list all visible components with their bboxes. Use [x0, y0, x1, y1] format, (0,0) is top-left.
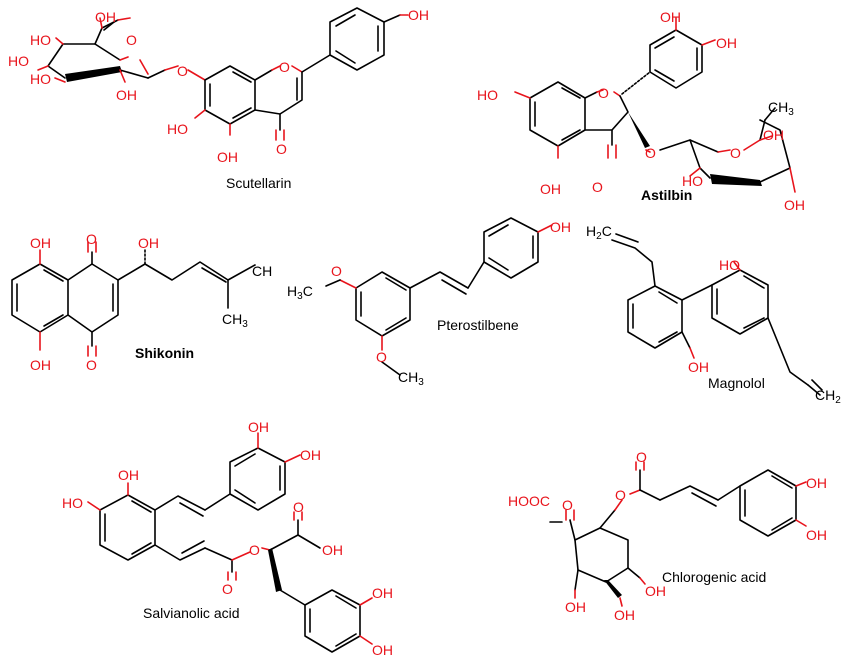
- label-ho: HO: [8, 53, 29, 69]
- label-ch3: CH3: [398, 369, 424, 388]
- label-o: O: [126, 32, 137, 48]
- molecule-salvianolic-acid: HO OH OH OH O O O OH OH OH Salvianolic a…: [62, 419, 393, 658]
- label-oh: OH: [116, 87, 137, 103]
- molecule-astilbin: HO O O OH O OH OH O OH HO OH CH3 Astilbi…: [477, 9, 805, 213]
- label-ch3: CH3: [222, 311, 248, 330]
- label-oh: OH: [30, 235, 51, 251]
- label-ho: HO: [30, 32, 51, 48]
- label-o: O: [636, 449, 647, 465]
- label-h2c: H2C: [586, 223, 612, 242]
- scutellarin-flavone-core: [187, 7, 409, 141]
- astilbin-core: [514, 17, 716, 159]
- label-h3c: H3C: [287, 283, 313, 302]
- label-oh: OH: [716, 35, 737, 51]
- magnolol-core: [611, 233, 823, 396]
- label-o: O: [615, 487, 626, 503]
- label-oh: OH: [763, 127, 784, 143]
- label-ho: HO: [682, 173, 703, 189]
- label-oh: OH: [300, 447, 321, 463]
- label-o: O: [177, 63, 188, 79]
- label-oh: OH: [30, 357, 51, 373]
- label-o: O: [249, 542, 260, 558]
- scutellarin-glucuronide-ring: [37, 17, 179, 83]
- label-hooc: HOOC: [508, 493, 550, 509]
- label-oh: OH: [550, 219, 571, 235]
- label-oh: OH: [408, 7, 429, 23]
- label-o: O: [279, 59, 290, 75]
- label-oh: OH: [138, 235, 159, 251]
- label-o: O: [730, 145, 741, 161]
- label-ho: HO: [30, 71, 51, 87]
- label-oh: OH: [806, 475, 827, 491]
- label-oh: OH: [614, 607, 635, 623]
- label-oh: OH: [372, 642, 393, 658]
- label-oh: OH: [248, 419, 269, 435]
- label-o: O: [562, 497, 573, 513]
- molecule-pterostilbene: H3C O O CH3 OH Pterostilbene: [287, 217, 571, 388]
- molecule-chlorogenic-acid: HOOC O O O OH OH OH OH OH Chlorogenic ac…: [508, 449, 827, 623]
- label-o: O: [86, 357, 97, 373]
- label-oh: OH: [660, 9, 681, 25]
- molecule-shikonin: OH O OH O OH CH CH3 Shikonin: [11, 231, 272, 373]
- label-o: O: [276, 141, 287, 157]
- name-scutellarin: Scutellarin: [226, 175, 291, 191]
- label-oh: OH: [372, 585, 393, 601]
- label-ch3: CH3: [768, 99, 794, 118]
- label-oh: OH: [688, 359, 709, 375]
- name-astilbin: Astilbin: [641, 187, 692, 203]
- label-oh: OH: [565, 599, 586, 615]
- shikonin-core: [11, 241, 256, 357]
- label-o: O: [293, 499, 304, 515]
- chlorogenic-core: [549, 461, 807, 607]
- label-o: O: [592, 179, 603, 195]
- molecule-magnolol: H2C HO OH CH2 Magnolol: [586, 223, 841, 406]
- label-ch-truncated: CH: [252, 263, 272, 279]
- name-pterostilbene: Pterostilbene: [437, 317, 519, 333]
- label-oh: OH: [322, 542, 343, 558]
- name-chlorogenic-acid: Chlorogenic acid: [662, 569, 766, 585]
- label-oh: OH: [540, 181, 561, 197]
- label-o: O: [331, 263, 342, 279]
- label-ho: HO: [719, 257, 740, 273]
- label-o: O: [376, 349, 387, 365]
- label-oh: OH: [95, 9, 116, 25]
- label-oh: OH: [806, 527, 827, 543]
- label-ho: HO: [167, 121, 188, 137]
- label-o: O: [86, 231, 97, 247]
- name-shikonin: Shikonin: [135, 345, 194, 361]
- astilbin-rhamnose-ring: [659, 107, 796, 193]
- label-o: O: [645, 145, 656, 161]
- name-salvianolic-acid: Salvianolic acid: [143, 605, 240, 621]
- pterostilbene-core: [325, 217, 553, 376]
- label-oh: OH: [217, 149, 238, 165]
- molecule-scutellarin: OH O HO HO HO OH O: [8, 7, 429, 191]
- label-ho: HO: [477, 87, 498, 103]
- name-magnolol: Magnolol: [708, 375, 765, 391]
- salvianolic-core: [87, 432, 373, 653]
- label-oh: OH: [784, 197, 805, 213]
- label-ho: HO: [62, 495, 83, 511]
- label-ch2: CH2: [815, 387, 841, 406]
- label-oh: OH: [645, 583, 666, 599]
- label-oh: OH: [118, 467, 139, 483]
- label-o: O: [598, 85, 609, 101]
- label-o: O: [222, 581, 233, 597]
